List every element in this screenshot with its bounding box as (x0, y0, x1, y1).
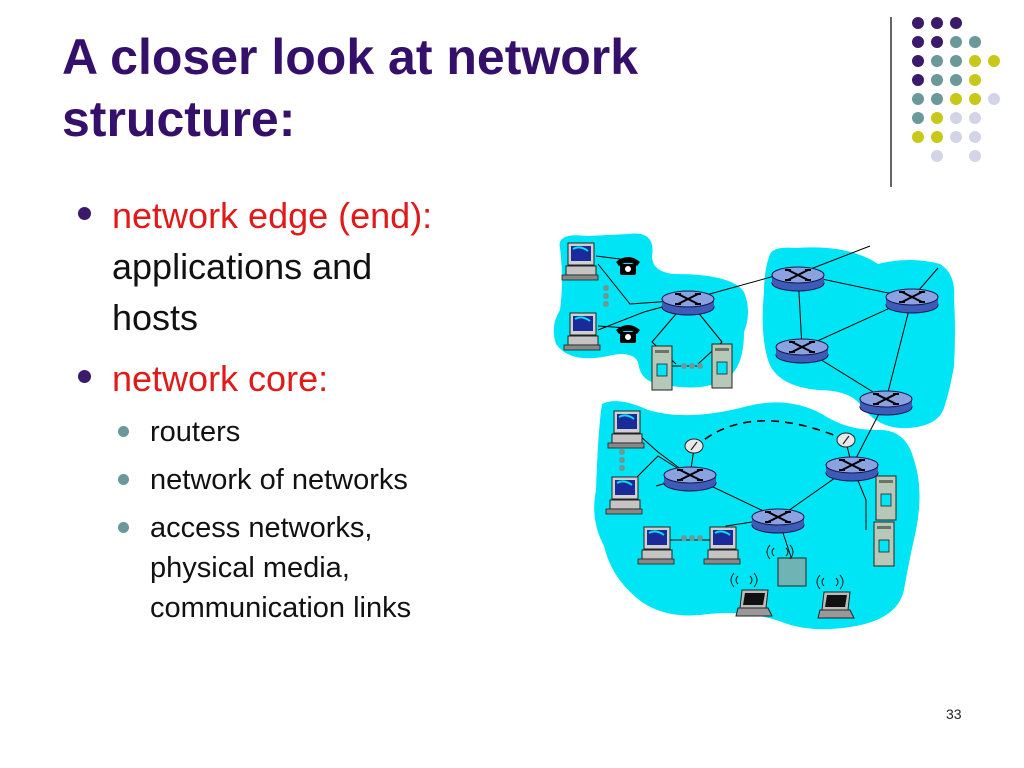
wireless-base-station-icon (777, 557, 807, 587)
slide-title: A closer look at network structure: (62, 26, 862, 150)
ellipsis-dots (619, 449, 625, 471)
satellite-dish-icon (836, 432, 856, 448)
sub-bullet-text-line: physical media, (150, 552, 350, 584)
decorative-dot-grid (912, 17, 1000, 162)
sub-bullet-routers: routers (112, 412, 538, 452)
dot-grid-row-2 (912, 36, 981, 48)
sub-bullet-text-line: routers (150, 416, 241, 448)
dot-grid-row-8 (931, 150, 981, 162)
bullet-network-edge: network edge (end): applications and hos… (68, 190, 538, 343)
ellipsis-dots (681, 535, 703, 541)
router-icon (751, 508, 805, 534)
bullet-heading: network edge (end): (112, 195, 433, 236)
sub-bullet-network-of-networks: network of networks (112, 460, 538, 500)
router-icon (825, 456, 879, 482)
server-icon (711, 343, 733, 389)
sub-bullet-text-line: network of networks (150, 464, 408, 496)
dot-grid-row-7 (912, 131, 981, 143)
dot-grid-row-1 (912, 17, 962, 29)
router-icon (661, 290, 715, 316)
sub-bullet-marker (118, 522, 129, 533)
server-icon (875, 475, 897, 521)
ellipsis-dots (603, 285, 609, 307)
bullet-heading: network core: (112, 358, 329, 399)
server-icon (873, 521, 895, 567)
dot-grid-row-5 (912, 93, 1000, 105)
slide-title-line-2: structure: (62, 91, 296, 147)
bullet-text-line: applications and (112, 246, 373, 287)
sub-bullet-list: routers network of networks access netwo… (112, 412, 538, 628)
sub-bullet-marker (118, 474, 129, 485)
router-icon (771, 266, 825, 292)
sub-bullet-text-line: communication links (150, 592, 412, 624)
dot-grid-row-4 (912, 74, 981, 86)
bullet-network-core: network core: routers network of network… (68, 353, 538, 628)
page-number: 33 (946, 706, 962, 722)
satellite-link-dashed (693, 420, 847, 449)
dot-grid-row-3 (912, 55, 1000, 67)
server-icon (651, 345, 673, 391)
satellite-dish-icon (684, 438, 704, 454)
bullet-marker (78, 207, 91, 220)
slide-title-line-1: A closer look at network (62, 29, 639, 85)
laptop-icon (817, 591, 855, 619)
router-icon (859, 390, 913, 416)
router-icon (885, 288, 939, 314)
laptop-icon (735, 589, 773, 617)
sub-bullet-marker (118, 426, 129, 437)
sub-bullet-text-line: access networks, (150, 512, 373, 544)
bullet-text-line: hosts (112, 297, 199, 338)
header-divider (890, 17, 892, 187)
dot-grid-row-6 (912, 112, 981, 124)
router-icon (663, 466, 717, 492)
ellipsis-dots (681, 363, 703, 369)
bullet-marker (78, 370, 91, 383)
network-structure-diagram (553, 233, 955, 630)
bullet-list: network edge (end): applications and hos… (68, 190, 538, 638)
sub-bullet-access-networks: access networks, physical media, communi… (112, 508, 538, 628)
router-icon (775, 338, 829, 364)
